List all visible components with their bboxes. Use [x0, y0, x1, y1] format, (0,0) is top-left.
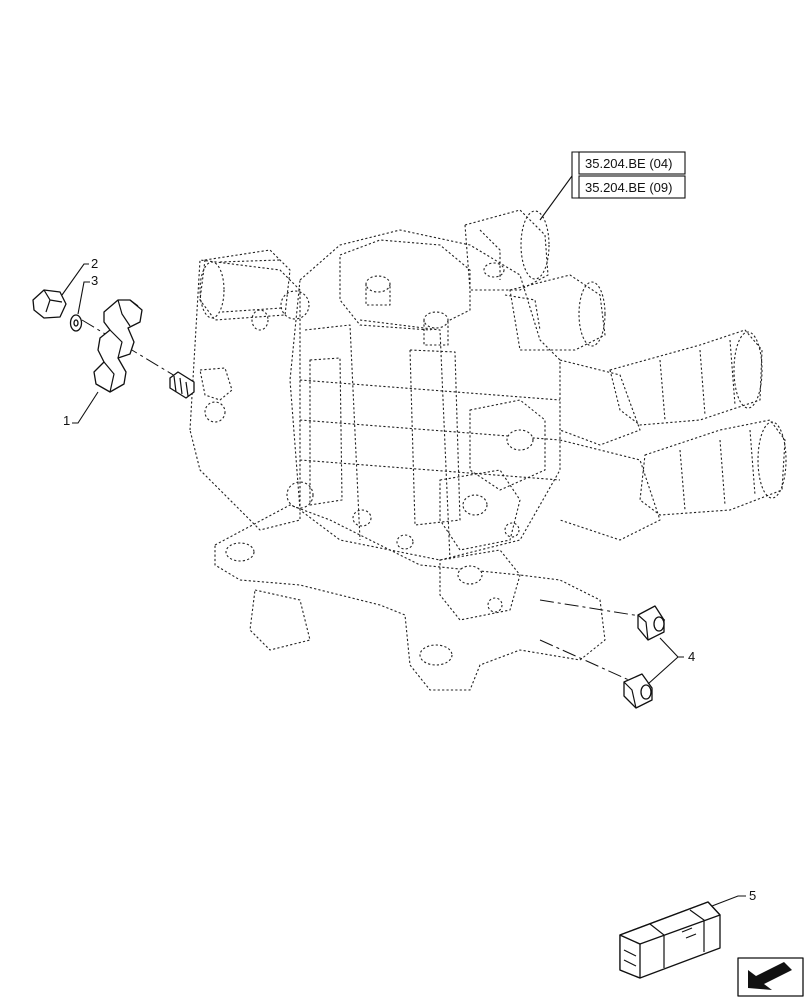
callout-5: 5: [711, 888, 756, 907]
part-2-hex-nut[interactable]: [32, 289, 67, 319]
reference-box-09[interactable]: 35.204.BE (09): [578, 175, 686, 199]
svg-text:2: 2: [91, 256, 98, 271]
part-1-clamp[interactable]: [93, 299, 195, 399]
back-arrow-icon[interactable]: [737, 957, 804, 997]
reference-label: 35.204.BE (04): [585, 156, 672, 171]
reference-box-04[interactable]: 35.204.BE (04): [578, 151, 686, 175]
callout-4: 4: [647, 637, 695, 685]
svg-text:5: 5: [749, 888, 756, 903]
reference-label: 35.204.BE (09): [585, 180, 672, 195]
svg-text:4: 4: [688, 649, 695, 664]
reference-group: 35.204.BE (04) 35.204.BE (09): [539, 151, 686, 221]
control-valve-assembly-phantom: [189, 209, 787, 691]
part-3-washer[interactable]: [69, 314, 83, 332]
kit-box-icon[interactable]: [619, 901, 721, 979]
callout-1: 1: [63, 391, 99, 428]
assembly-center-lines: [81, 319, 666, 686]
svg-text:1: 1: [63, 413, 70, 428]
part-4-spacer-upper[interactable]: [637, 605, 665, 641]
part-4-spacer-lower[interactable]: [623, 673, 653, 709]
svg-text:3: 3: [91, 273, 98, 288]
callout-2: 2: [61, 256, 98, 296]
callout-3: 3: [77, 273, 98, 315]
